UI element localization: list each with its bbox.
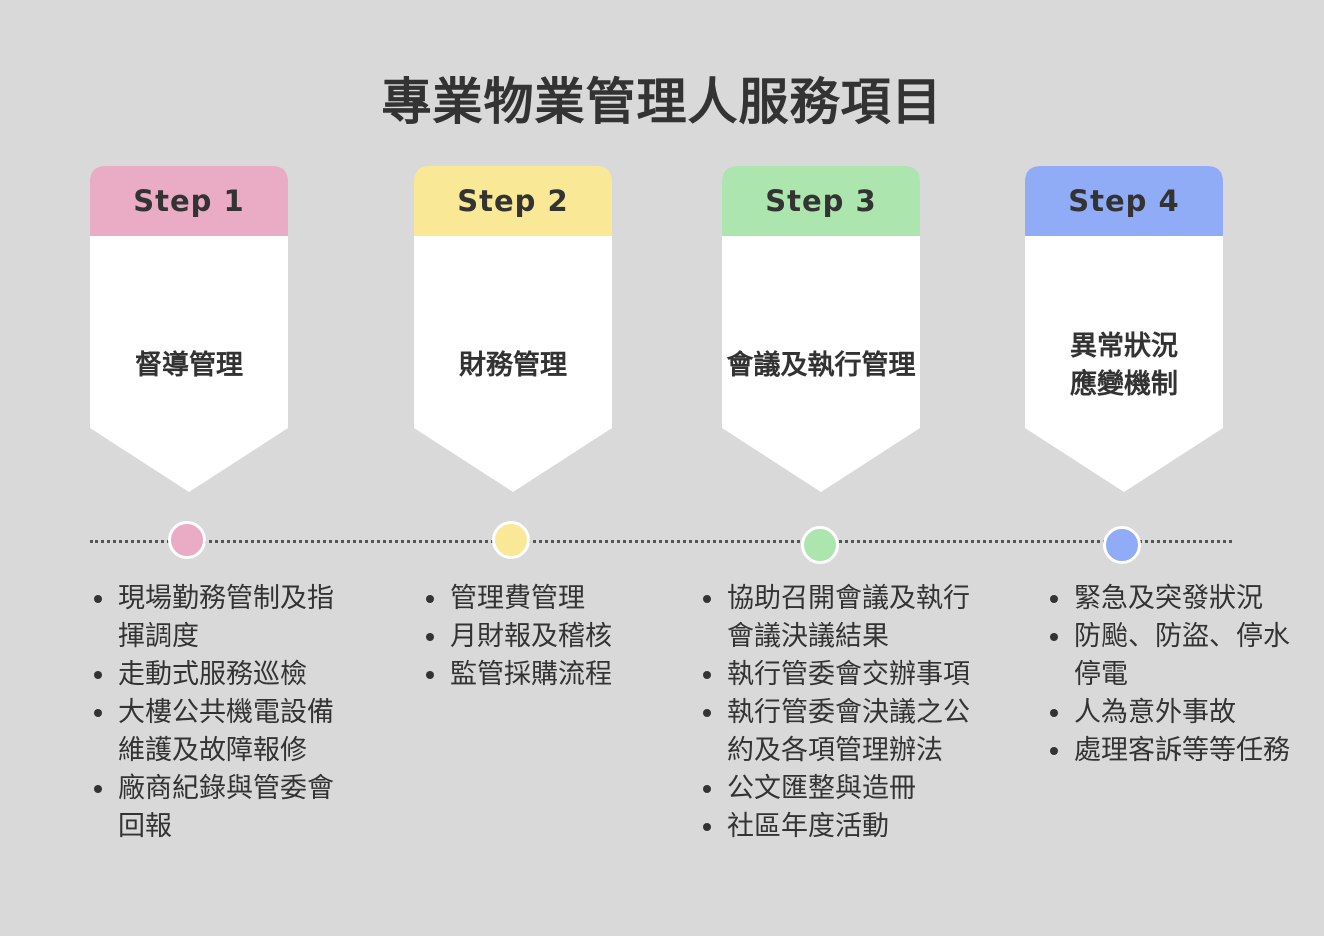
list-item-text: 執行管委會交辦事項: [727, 659, 970, 690]
list-item: 公文匯整與造冊: [697, 770, 987, 808]
bullet-dot-icon: [1050, 633, 1058, 641]
list-item-text: 走動式服務巡檢: [118, 659, 307, 690]
list-item: 緊急及突發狀況: [1044, 580, 1306, 618]
bullet-dot-icon: [703, 785, 711, 793]
list-item-text: 社區年度活動: [727, 811, 889, 842]
bullet-dot-icon: [94, 671, 102, 679]
step-title: 會議及執行管理: [726, 350, 916, 381]
list-item-text: 緊急及突發狀況: [1074, 583, 1263, 614]
bullet-dot-icon: [94, 785, 102, 793]
bullet-dot-icon: [703, 671, 711, 679]
list-item: 月財報及稽核: [420, 618, 660, 656]
step-title: 財務管理: [459, 350, 567, 381]
list-item: 處理客訴等等任務: [1044, 732, 1306, 770]
list-item-text: 管理費管理: [450, 583, 585, 614]
step-label: Step 2: [457, 184, 569, 218]
step-label: Step 1: [133, 184, 245, 218]
step-title: 督導管理: [135, 350, 243, 381]
bullet-dot-icon: [703, 709, 711, 717]
step-card-1: Step 1 督導管理: [90, 166, 288, 492]
step-3-bullet-list: 協助召開會議及執行會議決議結果 執行管委會交辦事項 執行管委會決議之公約及各項管…: [697, 580, 987, 846]
timeline-dotted-line: [90, 540, 1232, 543]
bullet-dot-icon: [94, 709, 102, 717]
bullet-dot-icon: [94, 595, 102, 603]
bullet-dot-icon: [426, 595, 434, 603]
list-item-text: 公文匯整與造冊: [727, 773, 916, 804]
list-item-text: 處理客訴等等任務: [1074, 735, 1290, 766]
list-item-text: 人為意外事故: [1074, 697, 1236, 728]
list-item: 監管採購流程: [420, 656, 660, 694]
list-item-text: 月財報及稽核: [450, 621, 612, 652]
step-2-bullet-list: 管理費管理 月財報及稽核 監管採購流程: [420, 580, 660, 694]
bullet-dot-icon: [703, 823, 711, 831]
timeline-dot-1: [168, 521, 206, 559]
list-item-text: 現場勤務管制及指揮調度: [118, 583, 334, 652]
bullet-dot-icon: [703, 595, 711, 603]
list-item-text: 大樓公共機電設備維護及故障報修: [118, 697, 334, 766]
step-4-bullet-list: 緊急及突發狀況 防颱、防盜、停水停電 人為意外事故 處理客訴等等任務: [1044, 580, 1306, 770]
step-title: 異常狀況 應變機制: [1070, 331, 1178, 400]
timeline-dot-4: [1103, 526, 1141, 564]
list-item-text: 廠商紀錄與管委會回報: [118, 773, 334, 842]
bullet-dot-icon: [1050, 747, 1058, 755]
step-card-shape: [90, 166, 288, 492]
list-item: 防颱、防盜、停水停電: [1044, 618, 1306, 694]
list-item: 現場勤務管制及指揮調度: [88, 580, 350, 656]
step-card-3: Step 3 會議及執行管理: [722, 166, 920, 492]
step-card-4: Step 4 異常狀況 應變機制: [1025, 166, 1223, 492]
list-item-text: 執行管委會決議之公約及各項管理辦法: [727, 697, 970, 766]
list-item: 人為意外事故: [1044, 694, 1306, 732]
list-item: 大樓公共機電設備維護及故障報修: [88, 694, 350, 770]
step-label: Step 4: [1068, 184, 1180, 218]
list-item: 執行管委會決議之公約及各項管理辦法: [697, 694, 987, 770]
step-card-shape: [1025, 166, 1223, 492]
step-card-shape: [722, 166, 920, 492]
list-item: 走動式服務巡檢: [88, 656, 350, 694]
list-item: 協助召開會議及執行會議決議結果: [697, 580, 987, 656]
list-item-text: 監管採購流程: [450, 659, 612, 690]
list-item-text: 防颱、防盜、停水停電: [1074, 621, 1290, 690]
step-card-shape: [414, 166, 612, 492]
step-label: Step 3: [765, 184, 877, 218]
timeline-dot-2: [492, 521, 530, 559]
list-item: 廠商紀錄與管委會回報: [88, 770, 350, 846]
list-item: 管理費管理: [420, 580, 660, 618]
bullet-dot-icon: [426, 633, 434, 641]
bullet-dot-icon: [1050, 709, 1058, 717]
list-item: 社區年度活動: [697, 808, 987, 846]
bullet-dot-icon: [1050, 595, 1058, 603]
step-1-bullet-list: 現場勤務管制及指揮調度 走動式服務巡檢 大樓公共機電設備維護及故障報修 廠商紀錄…: [88, 580, 350, 846]
timeline-dot-3: [801, 526, 839, 564]
bullet-dot-icon: [426, 671, 434, 679]
page-title: 專業物業管理人服務項目: [381, 73, 943, 131]
step-card-2: Step 2 財務管理: [414, 166, 612, 492]
list-item: 執行管委會交辦事項: [697, 656, 987, 694]
list-item-text: 協助召開會議及執行會議決議結果: [727, 583, 970, 652]
